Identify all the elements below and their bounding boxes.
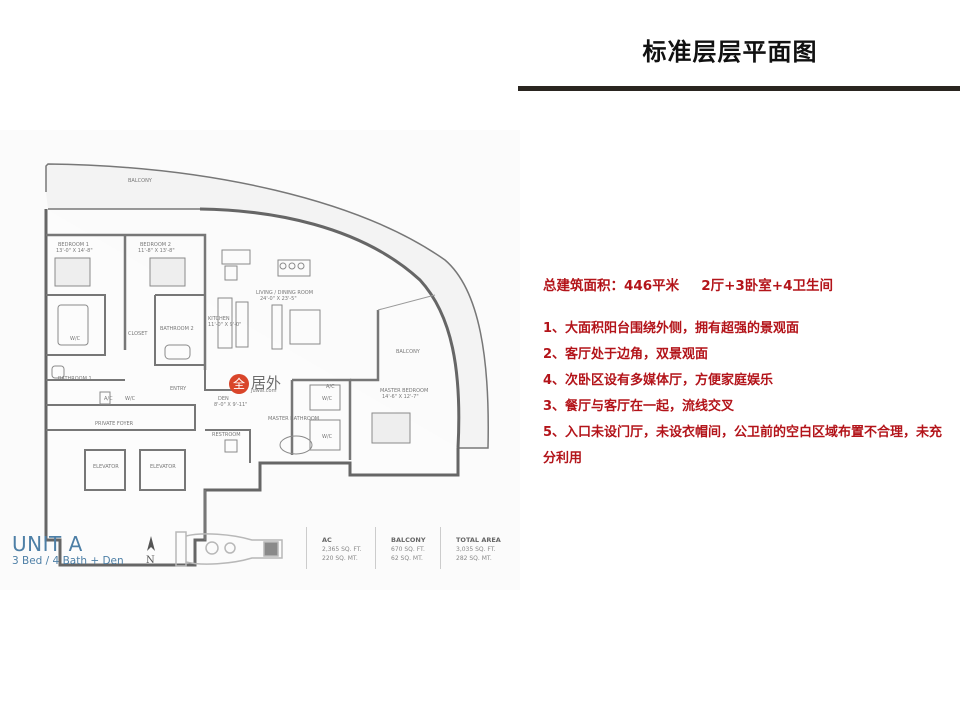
bathroom2-label: BATHROOM 2 — [160, 326, 194, 332]
bedroom2-label: BEDROOM 2 — [140, 242, 171, 248]
den-label: DEN — [218, 396, 229, 402]
stat-total: TOTAL AREA 3,035 SQ. FT. 282 SQ. MT. — [456, 536, 501, 563]
closet-label: CLOSET — [128, 331, 148, 337]
stats-divider — [306, 527, 307, 569]
stat-balcony-sqft: 670 SQ. FT. — [391, 546, 425, 553]
balcony-right-label: BALCONY — [396, 349, 421, 355]
master-bath-label: MASTER BATHROOM — [268, 416, 319, 422]
living-label: LIVING / DINING ROOM — [256, 290, 313, 296]
wic3-label: W/C — [322, 396, 333, 402]
stats-divider — [440, 527, 441, 569]
room-layout: 2厅+3卧室+4卫生间 — [701, 278, 833, 294]
bathroom1-label: BATHROOM 1 — [58, 376, 92, 382]
feature-item: 1、大面积阳台围绕外侧，拥有超强的景观面 — [543, 321, 800, 336]
living-size: 24'-0" X 23'-5" — [260, 296, 297, 302]
bedroom1-label: BEDROOM 1 — [58, 242, 89, 248]
key-plan-icon — [175, 531, 283, 567]
title-divider — [518, 86, 960, 91]
page-title: 标准层层平面图 — [642, 38, 818, 66]
area-summary: 总建筑面积：446平米 2厅+3卧室+4卫生间 — [543, 274, 943, 294]
master-size: 14'-6" X 12'-7" — [382, 394, 419, 400]
den-size: 8'-0" X 9'-11" — [214, 402, 247, 408]
feature-item: 5、入口未设门厅，未设衣帽间，公卫前的空白区域布置不合理，未充分利用 — [543, 425, 943, 466]
wic4-label: W/C — [322, 434, 333, 440]
stat-ac-sqm: 220 SQ. MT. — [322, 555, 358, 562]
foyer-label: PRIVATE FOYER — [95, 421, 134, 427]
feature-list: 1、大面积阳台围绕外侧，拥有超强的景观面 2、客厅处于边角，双景观面 4、次卧区… — [543, 316, 943, 472]
floor-plan: BALCONY BALCONY BEDROOM 1 13'-0" X 14'-8… — [0, 130, 520, 590]
plan-description: 总建筑面积：446平米 2厅+3卧室+4卫生间 1、大面积阳台围绕外侧，拥有超强的… — [543, 274, 943, 472]
floor-plan-drawing: BALCONY BALCONY BEDROOM 1 13'-0" X 14'-8… — [44, 163, 489, 567]
bedroom1-size: 13'-0" X 14'-8" — [56, 248, 93, 254]
ac-label: A/C — [104, 396, 113, 402]
stat-balcony-label: BALCONY — [391, 536, 426, 544]
watermark-text: 居外 — [251, 374, 282, 392]
stat-total-sqft: 3,035 SQ. FT. — [456, 546, 496, 553]
balcony-top-label: BALCONY — [128, 178, 153, 184]
feature-item: 4、次卧区设有多媒体厅，方便家庭娱乐 — [543, 373, 774, 388]
ac2-label: A/C — [326, 384, 335, 390]
wic1-label: W/C — [70, 336, 81, 342]
stat-total-label: TOTAL AREA — [456, 536, 501, 544]
powder-label: RESTROOM — [212, 432, 241, 438]
master-label: MASTER BEDROOM — [380, 388, 428, 394]
elevator2-label: ELEVATOR — [150, 464, 176, 470]
stat-ac-label: AC — [322, 536, 332, 544]
feature-item: 3、餐厅与客厅在一起，流线交叉 — [543, 399, 735, 414]
unit-title: UNIT A — [12, 532, 83, 556]
watermark-logo-icon: 全 — [229, 374, 249, 394]
stat-total-sqm: 282 SQ. MT. — [456, 555, 492, 562]
stat-balcony: BALCONY 670 SQ. FT. 62 SQ. MT. — [391, 536, 426, 563]
kitchen-label: KITCHEN — [208, 316, 230, 322]
stat-balcony-sqm: 62 SQ. MT. — [391, 555, 423, 562]
entry-label: ENTRY — [170, 386, 187, 392]
north-arrow-icon — [147, 536, 155, 551]
juwai-watermark: 全 居外 Juwai.com — [229, 374, 291, 394]
bedroom2-size: 11'-8" X 13'-8" — [138, 248, 175, 254]
total-area: 总建筑面积：446平米 — [543, 278, 680, 294]
north-label: N — [146, 555, 155, 566]
unit-subtitle: 3 Bed / 4 Bath + Den — [12, 555, 124, 567]
feature-item: 2、客厅处于边角，双景观面 — [543, 347, 709, 362]
watermark-url: Juwai.com — [251, 388, 277, 394]
kitchen-size: 11'-0" X 9'-0" — [208, 322, 241, 328]
elevator1-label: ELEVATOR — [93, 464, 119, 470]
stat-ac-sqft: 2,365 SQ. FT. — [322, 546, 362, 553]
wic2-label: W/C — [125, 396, 136, 402]
stat-ac: AC 2,365 SQ. FT. 220 SQ. MT. — [322, 536, 362, 563]
stats-divider — [375, 527, 376, 569]
